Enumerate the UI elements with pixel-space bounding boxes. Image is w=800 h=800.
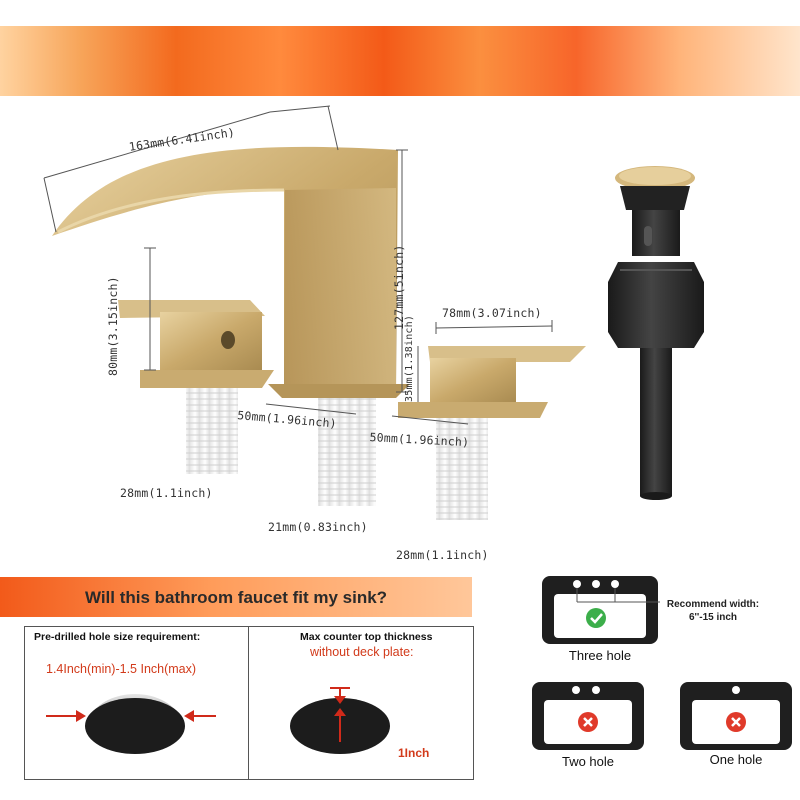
- hole-size-title: Pre-drilled hole size requirement:: [34, 631, 201, 643]
- three-hole-sink-icon: [542, 576, 660, 644]
- popup-drain: [608, 166, 704, 500]
- recommend-width: Recommend width: 6''-15 inch: [662, 598, 764, 624]
- left-shank-diameter-label: 28mm(1.1inch): [120, 486, 213, 500]
- left-handle: [118, 300, 274, 388]
- left-shank: [186, 388, 238, 474]
- recommend-width-label: Recommend width:: [666, 599, 760, 610]
- handle-body-height-label: 35mm(1.38inch): [404, 314, 415, 402]
- center-shank: [318, 398, 376, 506]
- hole-size-value: 1.4Inch(min)-1.5 Inch(max): [46, 662, 197, 676]
- handle-height-label: 80mm(3.15inch): [106, 276, 120, 376]
- right-handle: [398, 346, 586, 418]
- two-hole-label: Two hole: [561, 754, 615, 769]
- faucet-spout: [52, 146, 410, 398]
- product-illustration: [43, 105, 704, 520]
- right-shank-diameter-label: 28mm(1.1inch): [396, 548, 489, 562]
- fit-question: Will this bathroom faucet fit my sink?: [84, 588, 388, 607]
- thickness-subtitle: without deck plate:: [310, 645, 414, 659]
- dimension-lines: [43, 105, 553, 425]
- hole-size-illustration: [46, 694, 216, 754]
- recommend-width-value: 6''-15 inch: [688, 612, 738, 623]
- center-shank-diameter-label: 21mm(0.83inch): [268, 520, 368, 534]
- three-hole-label: Three hole: [568, 648, 632, 663]
- one-hole-label: One hole: [709, 752, 763, 767]
- two-hole-sink-icon: [532, 682, 644, 750]
- one-hole-sink-icon: [680, 682, 792, 750]
- handle-length-label: 78mm(3.07inch): [442, 306, 542, 320]
- thickness-title: Max counter top thickness: [300, 631, 433, 643]
- right-shank: [436, 418, 488, 520]
- top-banner: [0, 26, 800, 96]
- thickness-value: 1Inch: [398, 746, 430, 760]
- question-bar: [0, 577, 472, 617]
- thickness-illustration: [290, 687, 390, 754]
